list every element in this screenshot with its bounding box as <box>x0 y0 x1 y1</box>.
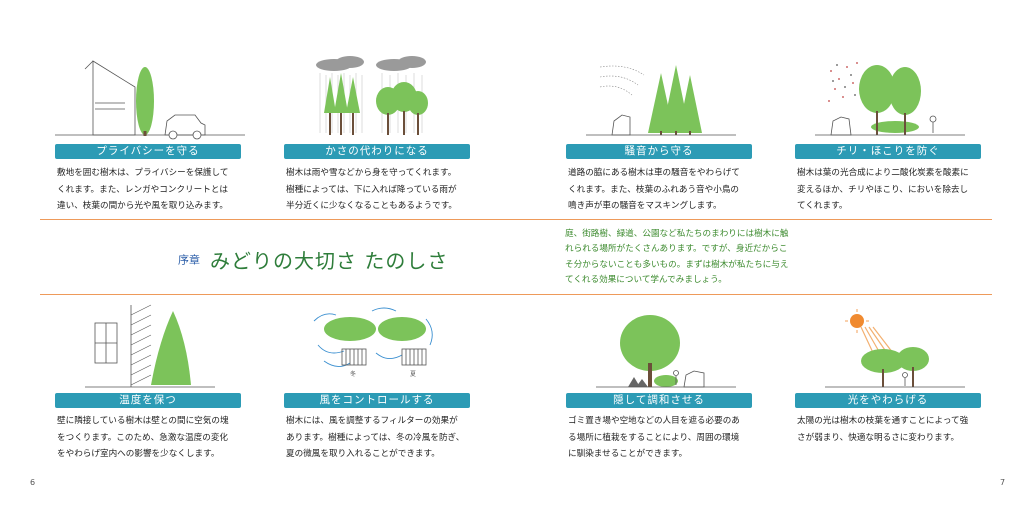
card-label: 温度を保つ <box>55 393 241 408</box>
page-number-left: 6 <box>30 478 36 487</box>
card-label: チリ・ほこりを防ぐ <box>795 144 981 159</box>
card-body: 樹木は雨や雪などから身を守ってくれます。 樹種によっては、下に入れば降っている雨… <box>286 168 458 211</box>
sun-icon <box>845 309 869 333</box>
dust-illustration <box>795 53 985 145</box>
card-body: 道路の脇にある樹木は車の騒音をやわらげて くれます。また、枝葉のふれあう音や小鳥… <box>568 168 740 211</box>
light-illustration <box>795 301 985 393</box>
card-light: 光をやわらげる 太陽の光は樹木の枝葉を通すことによって強 さが弱まり、快適な明る… <box>795 301 985 443</box>
card-wind: 冬 夏 風をコントロールする 樹木には、風を調整するフィルターの効果が あります… <box>284 301 474 459</box>
noise-illustration <box>566 53 756 145</box>
page-title: みどりの大切さ たのしさ <box>210 249 449 273</box>
card-privacy: プライバシーを守る 敷地を囲む樹木は、プライバシーを保護して くれます。また、レ… <box>55 53 245 211</box>
card-harmonize: 隠して調和させる ゴミ置き場や空地などの人目を遮る必要のあ る場所に植栽をするこ… <box>566 301 756 459</box>
top-divider <box>40 219 992 220</box>
privacy-illustration <box>55 53 245 145</box>
wind-illustration: 冬 夏 <box>284 301 474 393</box>
season-winter-label: 冬 <box>350 371 357 378</box>
intro-text: 庭、街路樹、緑道、公園など私たちのまわりには樹木に触 れられる場所がたくさんあり… <box>565 229 789 286</box>
card-body: 樹木には、風を調整するフィルターの効果が あります。樹種によっては、冬の冷風を防… <box>286 416 465 459</box>
card-body: 敷地を囲む樹木は、プライバシーを保護して くれます。また、レンガやコンクリートと… <box>57 168 229 211</box>
card-umbrella: かさの代わりになる 樹木は雨や雪などから身を守ってくれます。 樹種によっては、下… <box>284 53 474 211</box>
card-label: 風をコントロールする <box>284 393 470 408</box>
harmonize-illustration <box>566 301 756 393</box>
card-dust: チリ・ほこりを防ぐ 樹木は葉の光合成により二酸化炭素を酸素に 変えるほか、チリや… <box>795 53 985 211</box>
card-label: 騒音から守る <box>566 144 752 159</box>
page-number-right: 7 <box>1000 478 1006 487</box>
card-label: かさの代わりになる <box>284 144 470 159</box>
temperature-illustration <box>55 301 245 393</box>
card-temperature: 温度を保つ 壁に隣接している樹木は壁との間に空気の塊 をつくります。このため、急… <box>55 301 245 459</box>
card-noise: 騒音から守る 道路の脇にある樹木は車の騒音をやわらげて くれます。また、枝葉のふ… <box>566 53 756 211</box>
card-label: プライバシーを守る <box>55 144 241 159</box>
card-body: 樹木は葉の光合成により二酸化炭素を酸素に 変えるほか、チリやほこり、においを除去… <box>797 168 969 211</box>
card-body: 壁に隣接している樹木は壁との間に空気の塊 をつくります。このため、急激な温度の変… <box>57 416 229 459</box>
chapter-label: 序章 <box>178 253 200 267</box>
chapter-heading: 序章みどりの大切さ たのしさ <box>178 245 448 274</box>
season-summer-label: 夏 <box>410 371 417 378</box>
card-body: 太陽の光は樹木の枝葉を通すことによって強 さが弱まり、快適な明るさに変わります。 <box>797 416 969 443</box>
card-label: 隠して調和させる <box>566 393 752 408</box>
rain-illustration <box>284 53 474 145</box>
card-body: ゴミ置き場や空地などの人目を遮る必要のあ る場所に植栽をすることにより、周囲の環… <box>568 416 740 459</box>
card-label: 光をやわらげる <box>795 393 981 408</box>
bottom-divider <box>40 294 992 295</box>
